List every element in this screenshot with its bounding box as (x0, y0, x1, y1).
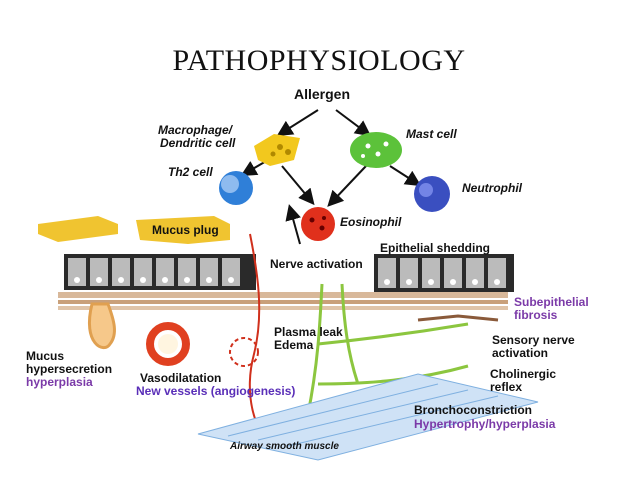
label-cholinergic: Cholinergic (490, 367, 557, 381)
label-bronchoconstriction: Bronchoconstriction (414, 403, 533, 417)
label-subepithelial: Subepithelial (514, 295, 589, 309)
label-hyperplasia: hyperplasia (26, 375, 93, 389)
label-eosinophil: Eosinophil (340, 215, 402, 229)
label-epithelial-shedding: Epithelial shedding (380, 241, 491, 255)
vessel-line (248, 233, 263, 435)
label-neutrophil: Neutrophil (462, 181, 522, 195)
arrow-mast-eosinophil (327, 165, 367, 207)
mucus-left (38, 216, 118, 242)
pathophysiology-diagram: Allergen Macrophage/ Dendritic cell Mast… (18, 84, 620, 468)
macrophage-cell (254, 134, 300, 166)
label-fibrosis: fibrosis (514, 308, 558, 322)
label-dendritic-cell: Dendritic cell (160, 136, 236, 150)
label-mucus: Mucus (26, 349, 65, 363)
label-th2-cell: Th2 cell (168, 165, 213, 179)
arrow-allergen-mast (335, 109, 372, 137)
vessel-ring (146, 322, 190, 366)
label-activation: activation (492, 346, 549, 360)
label-nerve-activation: Nerve activation (270, 257, 363, 271)
label-allergen: Allergen (294, 86, 351, 102)
mast-cell (350, 132, 402, 168)
label-edema: Edema (274, 338, 314, 352)
neutrophil-cell (414, 176, 450, 212)
label-sensory-nerve: Sensory nerve (492, 333, 575, 347)
fibroblast (417, 314, 499, 322)
arrow-mast-neutrophil (389, 165, 422, 187)
label-vasodilatation: Vasodilatation (140, 371, 222, 385)
label-new-vessels: New vessels (angiogenesis) (136, 384, 296, 398)
label-hypersecretion: hypersecretion (26, 362, 113, 376)
label-mucus-plug: Mucus plug (152, 223, 219, 237)
arrow-macrophage-eosinophil (281, 165, 315, 206)
arrow-up (285, 204, 301, 245)
basement-membrane (58, 292, 508, 298)
mucus-gland (88, 302, 116, 350)
eosinophil-cell (301, 207, 335, 241)
arrow-allergen-macrophage (276, 109, 319, 137)
label-mast-cell: Mast cell (406, 127, 457, 141)
smooth-muscle (197, 373, 539, 461)
label-macrophage: Macrophage/ (158, 123, 233, 137)
epithelium-left (64, 254, 256, 290)
label-plasma-leak: Plasma leak (274, 325, 343, 339)
mucus-plug (136, 216, 230, 244)
label-reflex: reflex (490, 380, 523, 394)
epithelium-right (374, 254, 514, 292)
new-vessel (229, 337, 259, 367)
diagram-graphic (38, 109, 539, 461)
label-hypertrophy-hyperplasia: Hypertrophy/hyperplasia (414, 417, 556, 431)
slide-title: PATHOPHYSIOLOGY (172, 44, 466, 77)
label-airway-smooth-muscle: Airway smooth muscle (230, 441, 339, 452)
